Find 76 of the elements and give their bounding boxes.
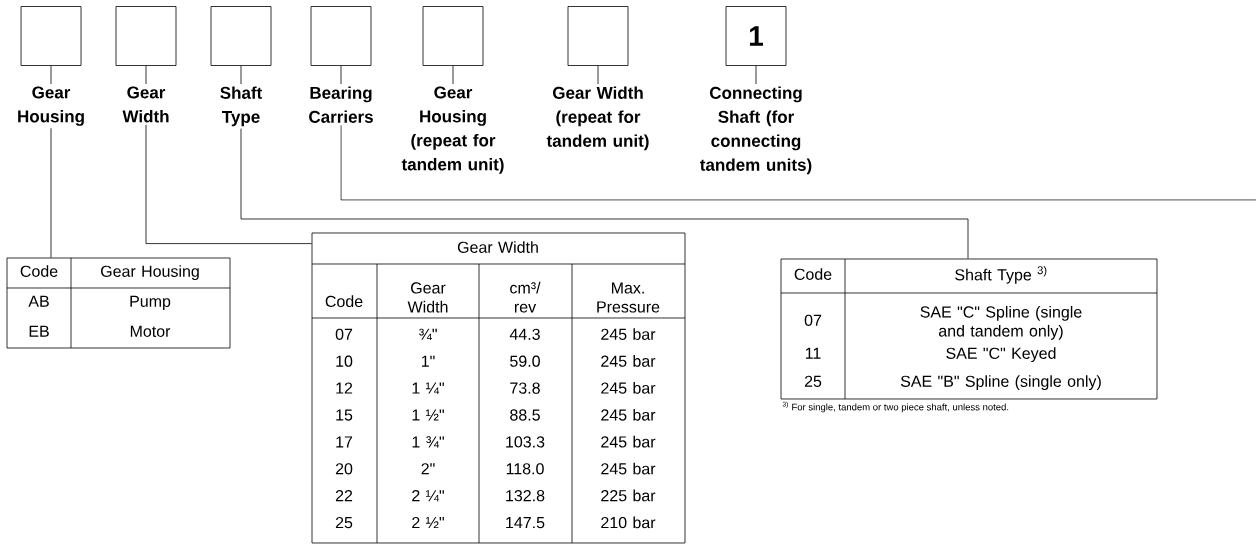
table-cell: 245 bar [601, 408, 656, 421]
table-cell: Motor [130, 325, 171, 337]
tick-line [50, 65, 52, 85]
tick-line [755, 65, 757, 85]
table-cell: Code [20, 265, 58, 277]
table-cell: Gear Housing [101, 265, 199, 281]
field-label: Gear Housing (repeat for tandem unit) [401, 86, 504, 174]
table-cell: 2" [421, 463, 435, 475]
tick-line [240, 65, 242, 85]
table-cell: AB [28, 295, 49, 307]
code-box [210, 6, 272, 66]
table-cell: 25 [804, 375, 822, 387]
table-cell: 11 [805, 347, 821, 359]
table-cell: 1" [421, 355, 435, 367]
table-cell: 1 ¼" [412, 382, 444, 394]
leader-line [50, 127, 52, 258]
tick-line [452, 65, 454, 85]
table-cell: Gear Width [407, 282, 448, 313]
field-label: Gear Housing [18, 86, 84, 126]
leader-line [145, 124, 312, 244]
field-label: Connecting Shaft (for connecting tandem units) [700, 86, 812, 175]
code-box [115, 6, 177, 66]
table-cell: SAE "C" Spline (single and tandem only) [920, 305, 1082, 340]
table-cell: Code [794, 268, 832, 280]
table-cell: 15 [336, 409, 353, 421]
table-cell: cm³/ rev [510, 281, 541, 313]
field-label: Gear Width [122, 86, 169, 123]
table-cell: 245 bar [601, 435, 656, 448]
table-cell: 07 [804, 314, 822, 326]
table-cell: 20 [335, 463, 353, 475]
tick-line [597, 65, 599, 85]
leader-line [240, 128, 969, 259]
table-cell: 22 [335, 490, 353, 502]
table-cell: 07 [335, 328, 353, 340]
table-cell: 73.8 [510, 382, 540, 394]
table-cell: Code [325, 295, 363, 308]
field-label: Gear Width (repeat for tandem unit) [546, 86, 649, 151]
table-cell: 132.8 [506, 490, 545, 502]
table-cell: 12 [336, 382, 353, 394]
field-label: Shaft Type [220, 86, 263, 127]
table-cell: 245 bar [601, 328, 656, 340]
table-cell: Shaft Type $^{3)}$ [955, 265, 1047, 284]
table-cell: 210 bar [601, 516, 656, 529]
table-cell: 2 ¼" [412, 490, 444, 502]
table-cell: 118.0 [506, 463, 544, 475]
table-cell: Pump [130, 295, 171, 311]
table-cell: SAE "B" Spline (single only) [900, 375, 1101, 391]
table-cell: 245 bar [601, 355, 656, 367]
table-cell: 1 ¾" [412, 436, 444, 448]
table-cell: SAE "C" Keyed [946, 347, 1056, 363]
table-cell: 59.0 [510, 355, 540, 367]
code-box [20, 6, 82, 66]
table-cell: 225 bar [601, 489, 656, 502]
table-cell: 88.5 [510, 409, 540, 421]
table-cell: 245 bar [601, 382, 656, 394]
table-cell: 245 bar [601, 462, 656, 475]
table-cell: 17 [336, 436, 353, 448]
code-box [422, 6, 484, 66]
table-cell: Gear Width [457, 241, 538, 253]
tick-line [145, 65, 147, 85]
field-label: Bearing Carriers [309, 86, 373, 123]
table-cell: 10 [336, 355, 353, 367]
table-cell: EB [29, 325, 49, 337]
table-cell: 25 [335, 516, 353, 529]
table-cell: 44.3 [509, 328, 540, 340]
leader-line [340, 124, 1256, 201]
code-box [310, 6, 372, 66]
table-cell: Max. Pressure [597, 282, 660, 313]
table-cell: 103.3 [506, 436, 545, 448]
code-box: 1 [725, 6, 787, 66]
table-cell: 1 ½" [412, 409, 444, 421]
table-cell: 2 ½" [412, 516, 444, 529]
code-box [567, 6, 629, 66]
tick-line [340, 65, 342, 85]
table-cell: 147.5 [506, 517, 545, 529]
table-cell: ¾" [419, 328, 437, 341]
